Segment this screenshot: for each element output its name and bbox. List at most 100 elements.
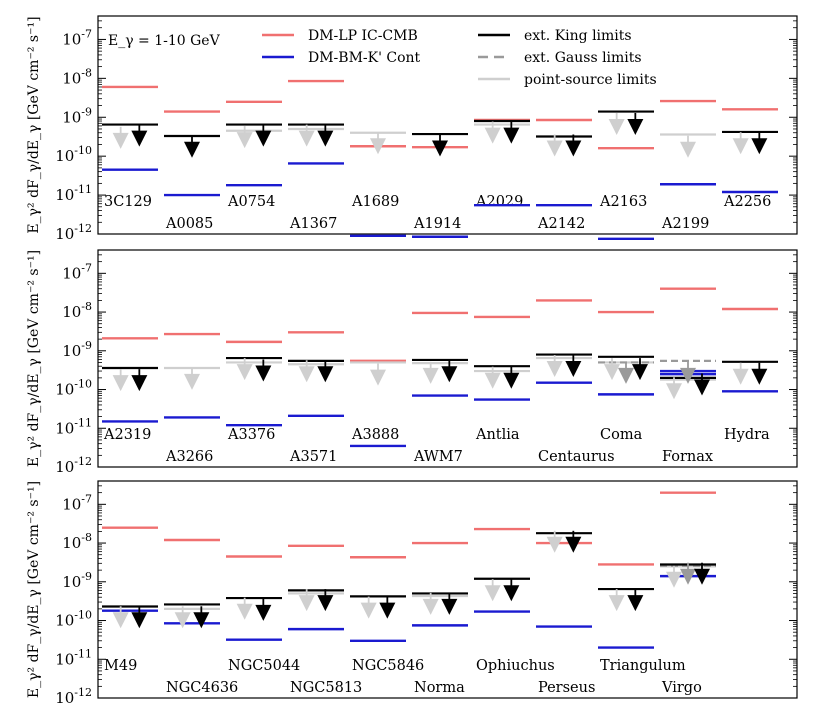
- cluster-perseus: Perseus: [536, 530, 595, 696]
- upper-limit-arrow-head: [680, 367, 696, 384]
- upper-limit-arrow-head: [732, 368, 749, 385]
- upper-limit-arrow-head: [604, 364, 620, 381]
- upper-limit-arrow-head: [112, 612, 129, 629]
- y-tick-label: 10-10: [55, 378, 92, 399]
- cluster-label: NGC5846: [352, 658, 424, 674]
- cluster-label: Ophiuchus: [476, 658, 555, 674]
- cluster-label: A2199: [661, 216, 709, 232]
- legend-label-gauss: ext. Gauss limits: [524, 50, 642, 66]
- cluster-a1689: A1689: [350, 131, 406, 237]
- y-tick-label: 10-8: [62, 300, 92, 321]
- cluster-label: Triangulum: [600, 658, 686, 674]
- y-axis-title: E_γ² dF_γ/dE_γ [GeV cm⁻² s⁻¹]: [26, 481, 42, 698]
- upper-limit-arrow-head: [422, 598, 439, 615]
- cluster-norma: Norma: [412, 541, 468, 696]
- y-tick-label: 10-9: [62, 105, 92, 126]
- cluster-label: A2256: [723, 194, 771, 210]
- cluster-a3571: A3571: [288, 331, 344, 465]
- cluster-ophiuchus: Ophiuchus: [474, 527, 555, 674]
- cluster-ngc5846: NGC5846: [350, 556, 424, 674]
- cluster-ngc5044: NGC5044: [226, 555, 300, 674]
- cluster-ngc4636: NGC4636: [164, 538, 238, 696]
- y-tick-label: 10-10: [55, 144, 92, 165]
- cluster-label: A3376: [227, 427, 275, 443]
- y-tick-label: 10-10: [55, 609, 92, 630]
- y-tick-label: 10-12: [55, 686, 92, 707]
- cluster-label: A1689: [351, 194, 399, 210]
- cluster-label: Hydra: [724, 427, 770, 443]
- upper-limit-arrow-head: [608, 595, 625, 612]
- cluster-label: A2029: [475, 194, 523, 210]
- upper-limit-arrow-head: [112, 132, 129, 149]
- upper-limit-arrow-head: [565, 361, 582, 378]
- upper-limit-arrow-head: [666, 571, 682, 588]
- cluster-label: Centaurus: [538, 449, 615, 465]
- upper-limit-arrow-head: [255, 130, 272, 147]
- y-tick-label: 10-8: [62, 66, 92, 87]
- cluster-label: Antlia: [475, 427, 520, 443]
- upper-limit-arrow-head: [112, 375, 129, 392]
- upper-limit-arrow-head: [422, 367, 439, 384]
- upper-limit-arrow-head: [546, 140, 563, 157]
- cluster-label: Virgo: [661, 680, 702, 696]
- upper-limit-arrow-head: [503, 372, 520, 389]
- cluster-label: NGC5813: [290, 680, 362, 696]
- upper-limit-arrow-head: [441, 366, 458, 383]
- cluster-label: A3266: [165, 449, 213, 465]
- y-tick-label: 10-11: [55, 183, 92, 204]
- upper-limit-arrow-head: [546, 361, 563, 378]
- cluster-label: A1367: [289, 216, 337, 232]
- upper-limit-arrow-head: [317, 366, 334, 383]
- cluster-m49: M49: [102, 526, 158, 674]
- upper-limit-arrow-head: [370, 138, 386, 155]
- upper-limit-arrow-head: [298, 595, 315, 612]
- legend-label-cont: DM-BM-K' Cont: [308, 50, 421, 66]
- upper-limit-arrow-head: [694, 379, 710, 396]
- cluster-a2319: A2319: [102, 337, 158, 443]
- cluster-label: A1914: [413, 216, 461, 232]
- cluster-label: M49: [104, 658, 137, 674]
- upper-limit-arrow-head: [627, 118, 644, 135]
- plot-frame: [97, 15, 798, 235]
- cluster-label: A2319: [103, 427, 151, 443]
- upper-limit-arrow-head: [484, 127, 501, 144]
- upper-limit-arrow-head: [360, 602, 377, 619]
- upper-limit-arrow-head: [680, 568, 696, 585]
- cluster-a1914: A1914: [412, 132, 468, 238]
- upper-limit-arrow-head: [255, 604, 272, 621]
- y-tick-label: 10-11: [55, 416, 92, 437]
- cluster-coma: Coma: [598, 310, 654, 443]
- upper-limit-arrow-head: [751, 368, 768, 385]
- y-axis-title: E_γ² dF_γ/dE_γ [GeV cm⁻² s⁻¹]: [26, 250, 42, 467]
- upper-limit-arrow-head: [193, 612, 210, 629]
- upper-limit-arrow-head: [694, 568, 710, 585]
- legend-label-king: ext. King limits: [524, 28, 632, 44]
- cluster-label: AWM7: [413, 449, 463, 465]
- cluster-a0085: A0085: [164, 110, 220, 232]
- y-tick-label: 10-7: [62, 261, 92, 282]
- cluster-label: A3888: [351, 427, 399, 443]
- upper-limit-arrow-head: [546, 536, 563, 553]
- upper-limit-arrow-head: [632, 364, 648, 381]
- y-tick-label: 10-7: [62, 492, 92, 513]
- cluster-triangulum: Triangulum: [598, 563, 686, 674]
- upper-limit-arrow-head: [184, 373, 200, 390]
- cluster-label: A2163: [599, 194, 647, 210]
- upper-limit-arrow-head: [680, 141, 696, 158]
- upper-limit-arrow-head: [131, 612, 148, 629]
- cluster-label: 3C129: [104, 194, 152, 210]
- upper-limit-arrow-head: [317, 130, 334, 147]
- upper-limit-arrow-head: [503, 127, 520, 144]
- cluster-label: A0754: [227, 194, 275, 210]
- upper-limit-arrow-head: [379, 602, 396, 619]
- upper-limit-arrow-head: [236, 603, 253, 620]
- cluster-a3888: A3888: [350, 359, 406, 448]
- cluster-ngc5813: NGC5813: [288, 544, 362, 696]
- upper-limit-arrow-head: [484, 372, 501, 389]
- y-tick-label: 10-9: [62, 339, 92, 360]
- plot-frame: [97, 480, 798, 699]
- cluster-label: A0085: [165, 216, 213, 232]
